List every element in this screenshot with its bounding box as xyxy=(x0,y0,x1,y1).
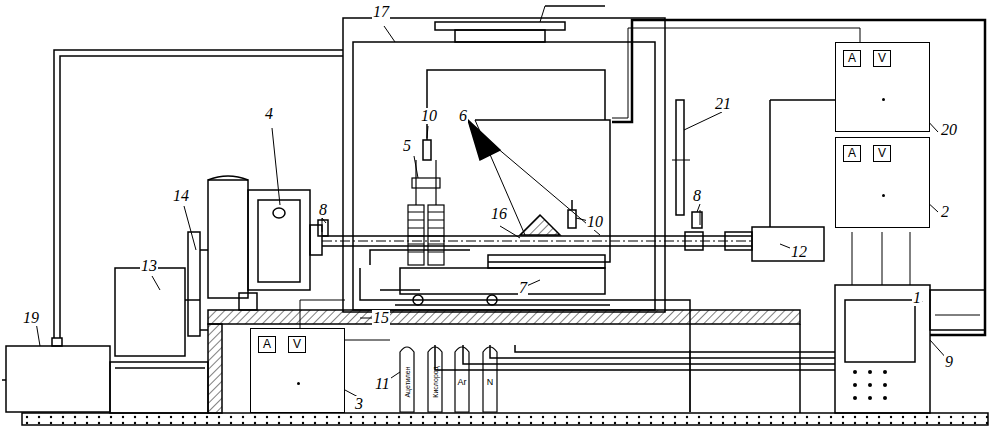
meter-symbol: A xyxy=(258,336,276,353)
callout-number: 4 xyxy=(264,106,274,122)
callout-number: 6 xyxy=(458,108,468,124)
meter-symbol: V xyxy=(873,50,891,67)
meter-symbol: V xyxy=(288,336,306,353)
callout-number: 13 xyxy=(140,258,158,274)
callout-number: 10 xyxy=(420,108,438,124)
callout-number: 5 xyxy=(402,138,412,154)
cylinder-label: Ar xyxy=(458,378,467,387)
callout-number: 2 xyxy=(940,204,950,220)
callout-number: 1 xyxy=(912,290,922,306)
power-panel: AV xyxy=(250,328,345,413)
gas-cylinder: Ar xyxy=(455,352,469,412)
meter-symbol: V xyxy=(873,145,891,162)
gas-cylinder: Ацетилен xyxy=(400,352,414,412)
callout-number: 10 xyxy=(586,214,604,230)
callout-number: 17 xyxy=(372,4,390,20)
meter-symbol: A xyxy=(843,50,861,67)
cylinder-label: N xyxy=(487,378,494,387)
gas-cylinder: Кислород xyxy=(428,352,442,412)
callout-number: 3 xyxy=(354,396,364,412)
callout-number: 20 xyxy=(940,122,958,138)
callout-number: 8 xyxy=(318,202,328,218)
cylinder-label: Ацетилен xyxy=(403,366,412,397)
callout-number: 21 xyxy=(714,96,732,112)
callout-number: 7 xyxy=(518,280,528,296)
callout-number: 12 xyxy=(790,244,808,260)
indicator-dot xyxy=(297,382,300,385)
cylinder-label: Кислород xyxy=(431,366,440,397)
callout-number: 14 xyxy=(172,188,190,204)
callout-number: 15 xyxy=(372,310,390,326)
callout-number: 11 xyxy=(374,376,391,392)
callout-number: 8 xyxy=(692,188,702,204)
indicator-dot xyxy=(882,98,885,101)
meter-symbol: A xyxy=(843,145,861,162)
power-panel: AV xyxy=(835,42,930,132)
gas-cylinder: N xyxy=(483,352,497,412)
power-panel: AV xyxy=(835,137,930,228)
indicator-dot xyxy=(882,194,885,197)
callout-number: 19 xyxy=(22,310,40,326)
callout-number: 9 xyxy=(944,354,954,370)
callout-number: 16 xyxy=(490,206,508,222)
